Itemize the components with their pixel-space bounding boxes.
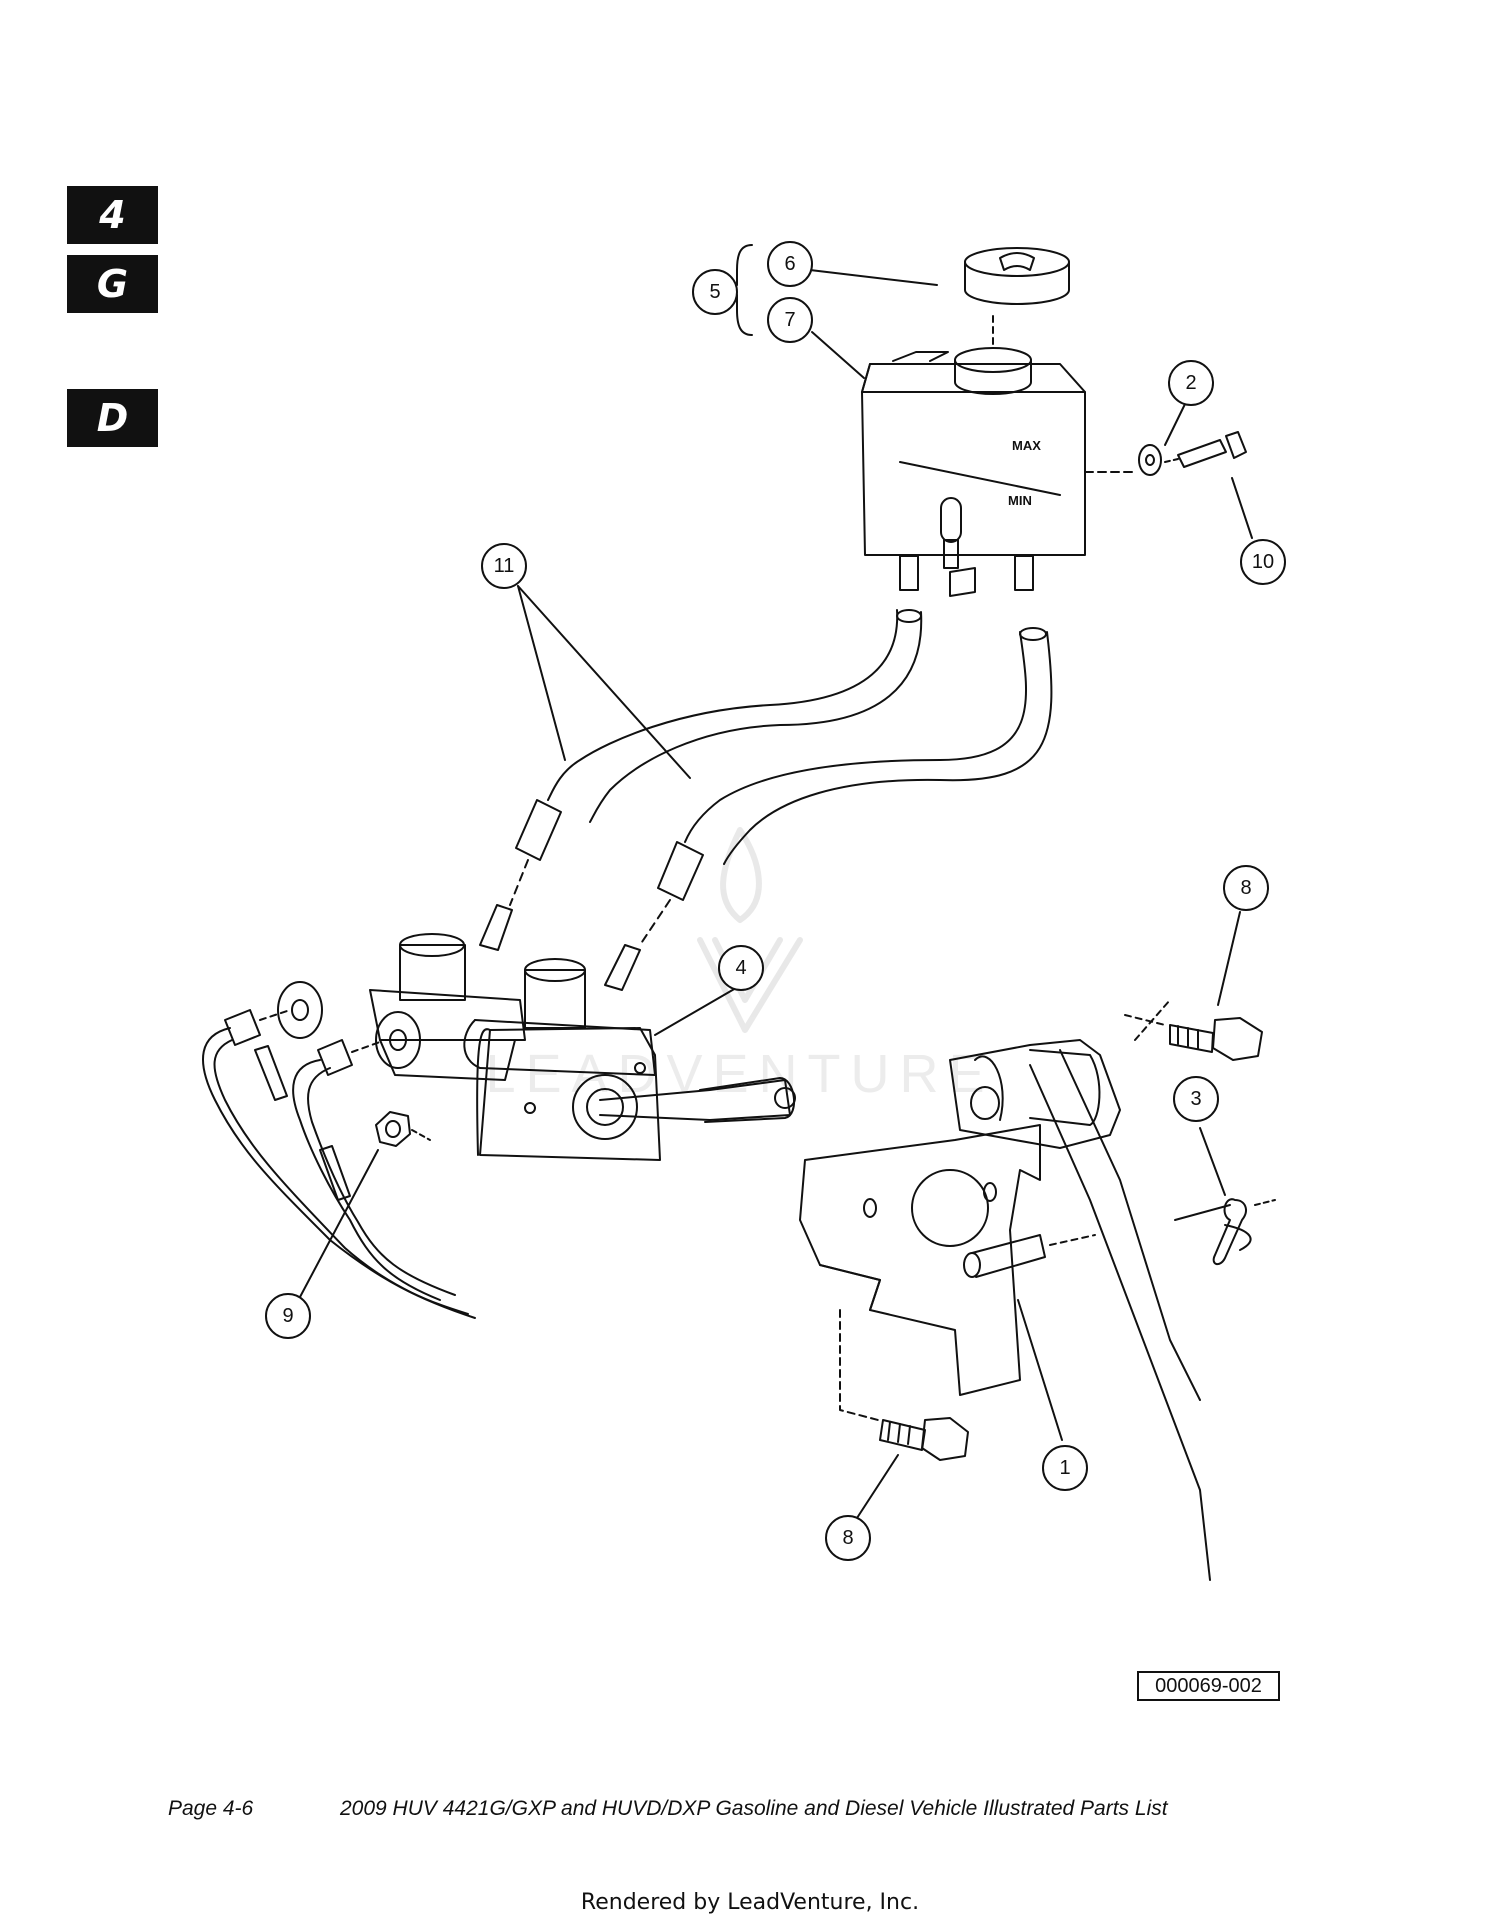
callout-6: 6 bbox=[767, 241, 813, 287]
svg-text:8: 8 bbox=[842, 1527, 853, 1549]
bolt-upper bbox=[1124, 1014, 1263, 1061]
callout-2: 2 bbox=[1168, 360, 1214, 406]
reservoir-hoses bbox=[479, 609, 1053, 991]
leader-lines bbox=[299, 244, 1253, 1519]
callout-11: 11 bbox=[481, 543, 527, 589]
section-tab-d: D bbox=[67, 389, 158, 447]
hitch-pin-clip bbox=[1212, 1198, 1276, 1266]
svg-text:2: 2 bbox=[1185, 372, 1196, 394]
max-label: MAX bbox=[1012, 438, 1041, 453]
washer bbox=[1138, 444, 1162, 476]
rendered-by-credit: Rendered by LeadVenture, Inc. bbox=[580, 1890, 920, 1915]
brake-lines bbox=[202, 981, 476, 1319]
section-tab-g: G bbox=[67, 255, 158, 313]
svg-text:9: 9 bbox=[282, 1305, 293, 1327]
watermark-text: LEADVENTURE bbox=[485, 1044, 994, 1104]
svg-text:10: 10 bbox=[1252, 551, 1274, 573]
svg-text:5: 5 bbox=[709, 281, 720, 303]
callout-5: 5 bbox=[692, 269, 738, 315]
callout-10: 10 bbox=[1240, 539, 1286, 585]
clevis-pin bbox=[963, 1234, 1096, 1278]
section-tab-4: 4 bbox=[67, 186, 158, 244]
callout-7: 7 bbox=[767, 297, 813, 343]
callout-8-upper: 8 bbox=[1223, 865, 1269, 911]
reservoir-tank bbox=[861, 347, 1136, 597]
svg-text:1: 1 bbox=[1059, 1457, 1070, 1479]
nut bbox=[375, 1111, 431, 1147]
master-cylinder bbox=[369, 933, 796, 1161]
callout-1: 1 bbox=[1042, 1445, 1088, 1491]
svg-text:8: 8 bbox=[1240, 877, 1251, 899]
bolt-lower bbox=[839, 1309, 969, 1461]
svg-text:6: 6 bbox=[784, 253, 795, 275]
svg-text:3: 3 bbox=[1190, 1088, 1201, 1110]
pedal-bracket bbox=[799, 999, 1231, 1581]
reservoir-cap bbox=[964, 247, 1070, 347]
callouts: 6 5 7 2 10 11 4 8 3 1 8 9 bbox=[265, 241, 1286, 1561]
callout-8-lower: 8 bbox=[825, 1515, 871, 1561]
svg-text:4: 4 bbox=[735, 957, 746, 979]
footer-page-number: Page 4-6 bbox=[168, 1797, 254, 1820]
callout-4: 4 bbox=[718, 945, 764, 991]
min-label: MIN bbox=[1008, 493, 1032, 508]
reservoir-bolt bbox=[1164, 431, 1247, 468]
callout-9: 9 bbox=[265, 1293, 311, 1339]
callout-3: 3 bbox=[1173, 1076, 1219, 1122]
svg-text:11: 11 bbox=[494, 555, 515, 577]
footer-title: 2009 HUV 4421G/GXP and HUVD/DXP Gasoline… bbox=[340, 1797, 1168, 1820]
svg-text:7: 7 bbox=[784, 309, 795, 331]
reference-code: 000069-002 bbox=[1137, 1671, 1280, 1701]
